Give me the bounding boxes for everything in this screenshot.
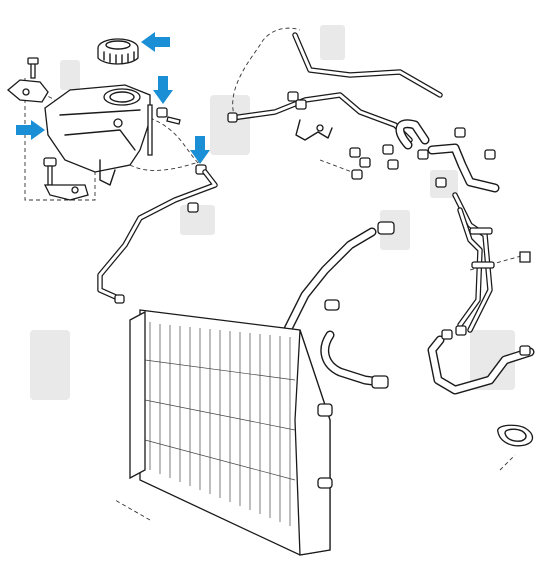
- heater-hoses: [395, 119, 535, 395]
- sensor-harness: [295, 119, 333, 141]
- callout-arrows: [16, 32, 210, 164]
- tank-outlet-arrow: [153, 76, 173, 104]
- expansion-tank-cap: [97, 38, 139, 65]
- bleed-hose: [97, 169, 218, 304]
- gasket: [497, 424, 534, 447]
- radiator: [129, 309, 333, 556]
- watermark-layer: [30, 25, 515, 400]
- hose-joint-arrow: [190, 136, 210, 164]
- tank-bracket: [6, 57, 49, 103]
- tank-side-arrow: [16, 120, 45, 140]
- upper-bleed-hose: [227, 32, 443, 143]
- lower-bracket: [43, 157, 89, 201]
- expansion-tank: [44, 84, 153, 186]
- hose-clamps-center: [349, 127, 496, 188]
- cap-arrow: [141, 32, 170, 52]
